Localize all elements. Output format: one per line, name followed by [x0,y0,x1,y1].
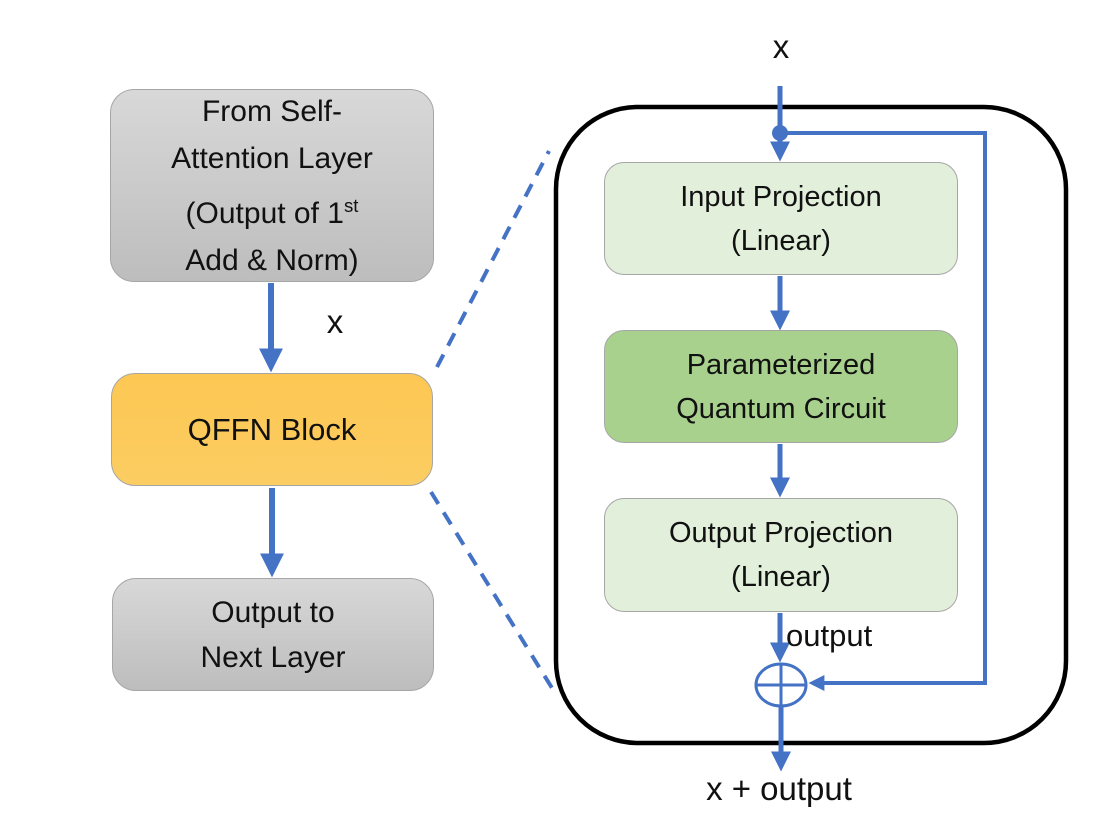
box-text-line: Output to [211,595,335,629]
box-text-line: (Linear) [731,561,831,593]
qffn-block-box: QFFN Block [111,373,433,486]
output-to-next-layer-box: Output to Next Layer [112,578,434,691]
x-label-right: x [772,28,790,65]
box-text-line: (Output of 1st [185,194,359,230]
zoom-guide-line-bottom [429,490,554,690]
box-text-line: (Linear) [731,224,831,257]
from-self-attention-box: From Self- Attention Layer (Output of 1s… [110,89,434,282]
box-text-line: Output Projection [668,517,894,549]
zoom-guide-line-top [435,150,551,368]
circled-plus-icon [754,662,808,708]
box-text-line: From Self- [201,94,342,128]
input-projection-box: Input Projection (Linear) [604,162,958,275]
output-projection-box: Output Projection (Linear) [604,498,958,612]
box-text-line: Parameterized [686,348,876,381]
output-label: output [786,618,873,653]
x-plus-output-label: x + output [706,770,852,807]
box-text-line: Add & Norm) [185,243,359,277]
junction-dot [772,125,788,141]
x-label-left: x [326,303,344,340]
box-text-line: Quantum Circuit [676,392,886,425]
box-text-line: Attention Layer [171,141,373,175]
box-text-line: Next Layer [200,640,346,674]
parameterized-quantum-circuit-box: Parameterized Quantum Circuit [604,330,958,443]
box-text-line: QFFN Block [187,411,357,447]
box-text-line: Input Projection [680,180,882,213]
superscript-st: st [343,194,359,216]
